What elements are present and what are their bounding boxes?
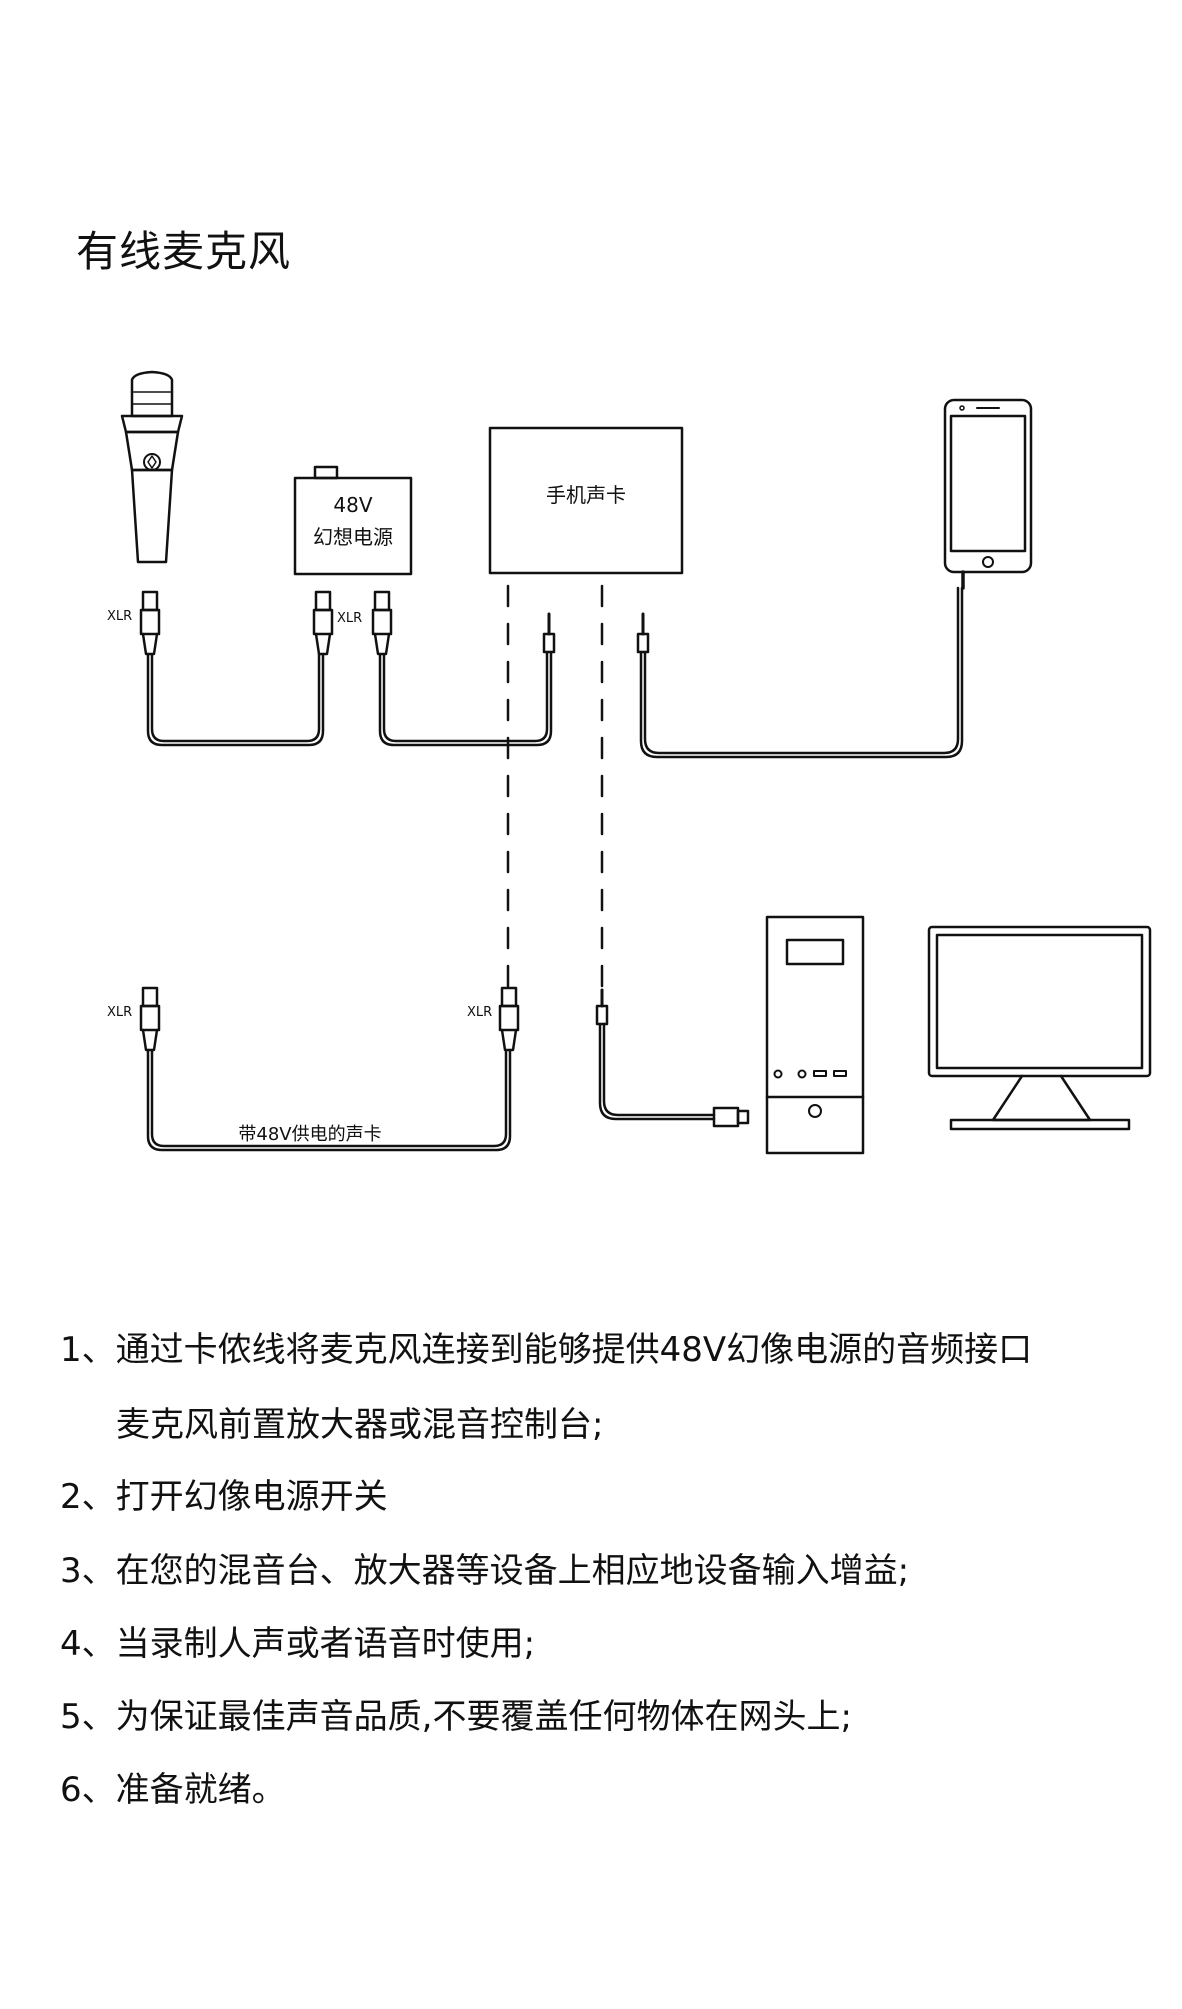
instruction-step-1-line-2: 麦克风前置放大器或混音控制台; [116, 1405, 604, 1445]
xlr-label-bottom-left: XLR [107, 1005, 132, 1020]
computer-tower-icon [765, 915, 865, 1155]
phantom-box-label-48v: 48V [333, 493, 372, 517]
aux-to-usb-cable [595, 988, 750, 1128]
phantom-power-box [293, 465, 413, 576]
monitor-icon [927, 925, 1152, 1131]
sound-card-label: 手机声卡 [546, 483, 626, 507]
smartphone-icon [943, 398, 1033, 590]
xlr-label-top-middle: XLR [337, 611, 362, 626]
instruction-step-3: 3、在您的混音台、放大器等设备上相应地设备输入增益; [60, 1551, 910, 1591]
page-title: 有线麦克风 [76, 227, 292, 276]
instruction-step-5: 5、为保证最佳声音品质,不要覆盖任何物体在网头上; [60, 1697, 852, 1737]
instruction-step-4: 4、当录制人声或者语音时使用; [60, 1624, 536, 1664]
bottom-cable-label: 带48V供电的声卡 [238, 1124, 381, 1145]
instruction-step-6: 6、准备就绪。 [60, 1770, 286, 1810]
instruction-step-1-line-1: 1、通过卡侬线将麦克风连接到能够提供48V幻像电源的音频接口 [60, 1330, 1033, 1370]
xlr-label-bottom-right: XLR [467, 1005, 492, 1020]
phantom-box-label-name: 幻想电源 [313, 525, 393, 549]
sound-card-box [488, 426, 684, 575]
microphone-icon [120, 370, 184, 564]
xlr-cable-bottom [139, 986, 520, 1152]
xlr-cable-mic-to-phantom [139, 590, 334, 747]
xlr-label-top-left: XLR [107, 609, 132, 624]
connection-diagram: 48V 幻想电源 手机声卡 XLR XLR [107, 370, 1152, 1155]
instruction-step-2: 2、打开幻像电源开关 [60, 1477, 388, 1517]
xlr-to-aux-cable [371, 590, 556, 747]
aux-to-phone-cable [636, 586, 964, 759]
